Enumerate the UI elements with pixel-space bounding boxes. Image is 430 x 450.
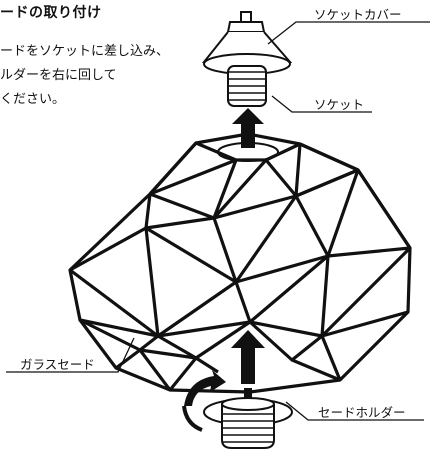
section-title: ードの取り付け bbox=[0, 5, 102, 21]
callout-glass-shade: ガラスセード bbox=[20, 357, 95, 372]
callout-shade-holder: セードホルダー bbox=[318, 405, 406, 420]
up-arrow-icon bbox=[231, 330, 265, 384]
socket-cover bbox=[201, 11, 293, 75]
callout-lines bbox=[6, 21, 430, 421]
instruction-text: ードをソケットに差し込み、 ルダーを右に回して ください。 bbox=[0, 40, 169, 112]
rotate-clockwise-icon bbox=[182, 370, 226, 432]
up-arrow-icon bbox=[232, 108, 264, 148]
glass-shade bbox=[68, 132, 412, 394]
instruction-line-3: ください。 bbox=[0, 92, 66, 107]
callout-socket: ソケット bbox=[314, 97, 365, 112]
shade-holder bbox=[203, 388, 293, 449]
socket bbox=[227, 65, 267, 107]
instruction-line-2: ルダーを右に回して bbox=[0, 68, 117, 83]
callout-socket-cover: ソケットカバー bbox=[314, 7, 402, 22]
instruction-line-1: ードをソケットに差し込み、 bbox=[0, 44, 170, 59]
